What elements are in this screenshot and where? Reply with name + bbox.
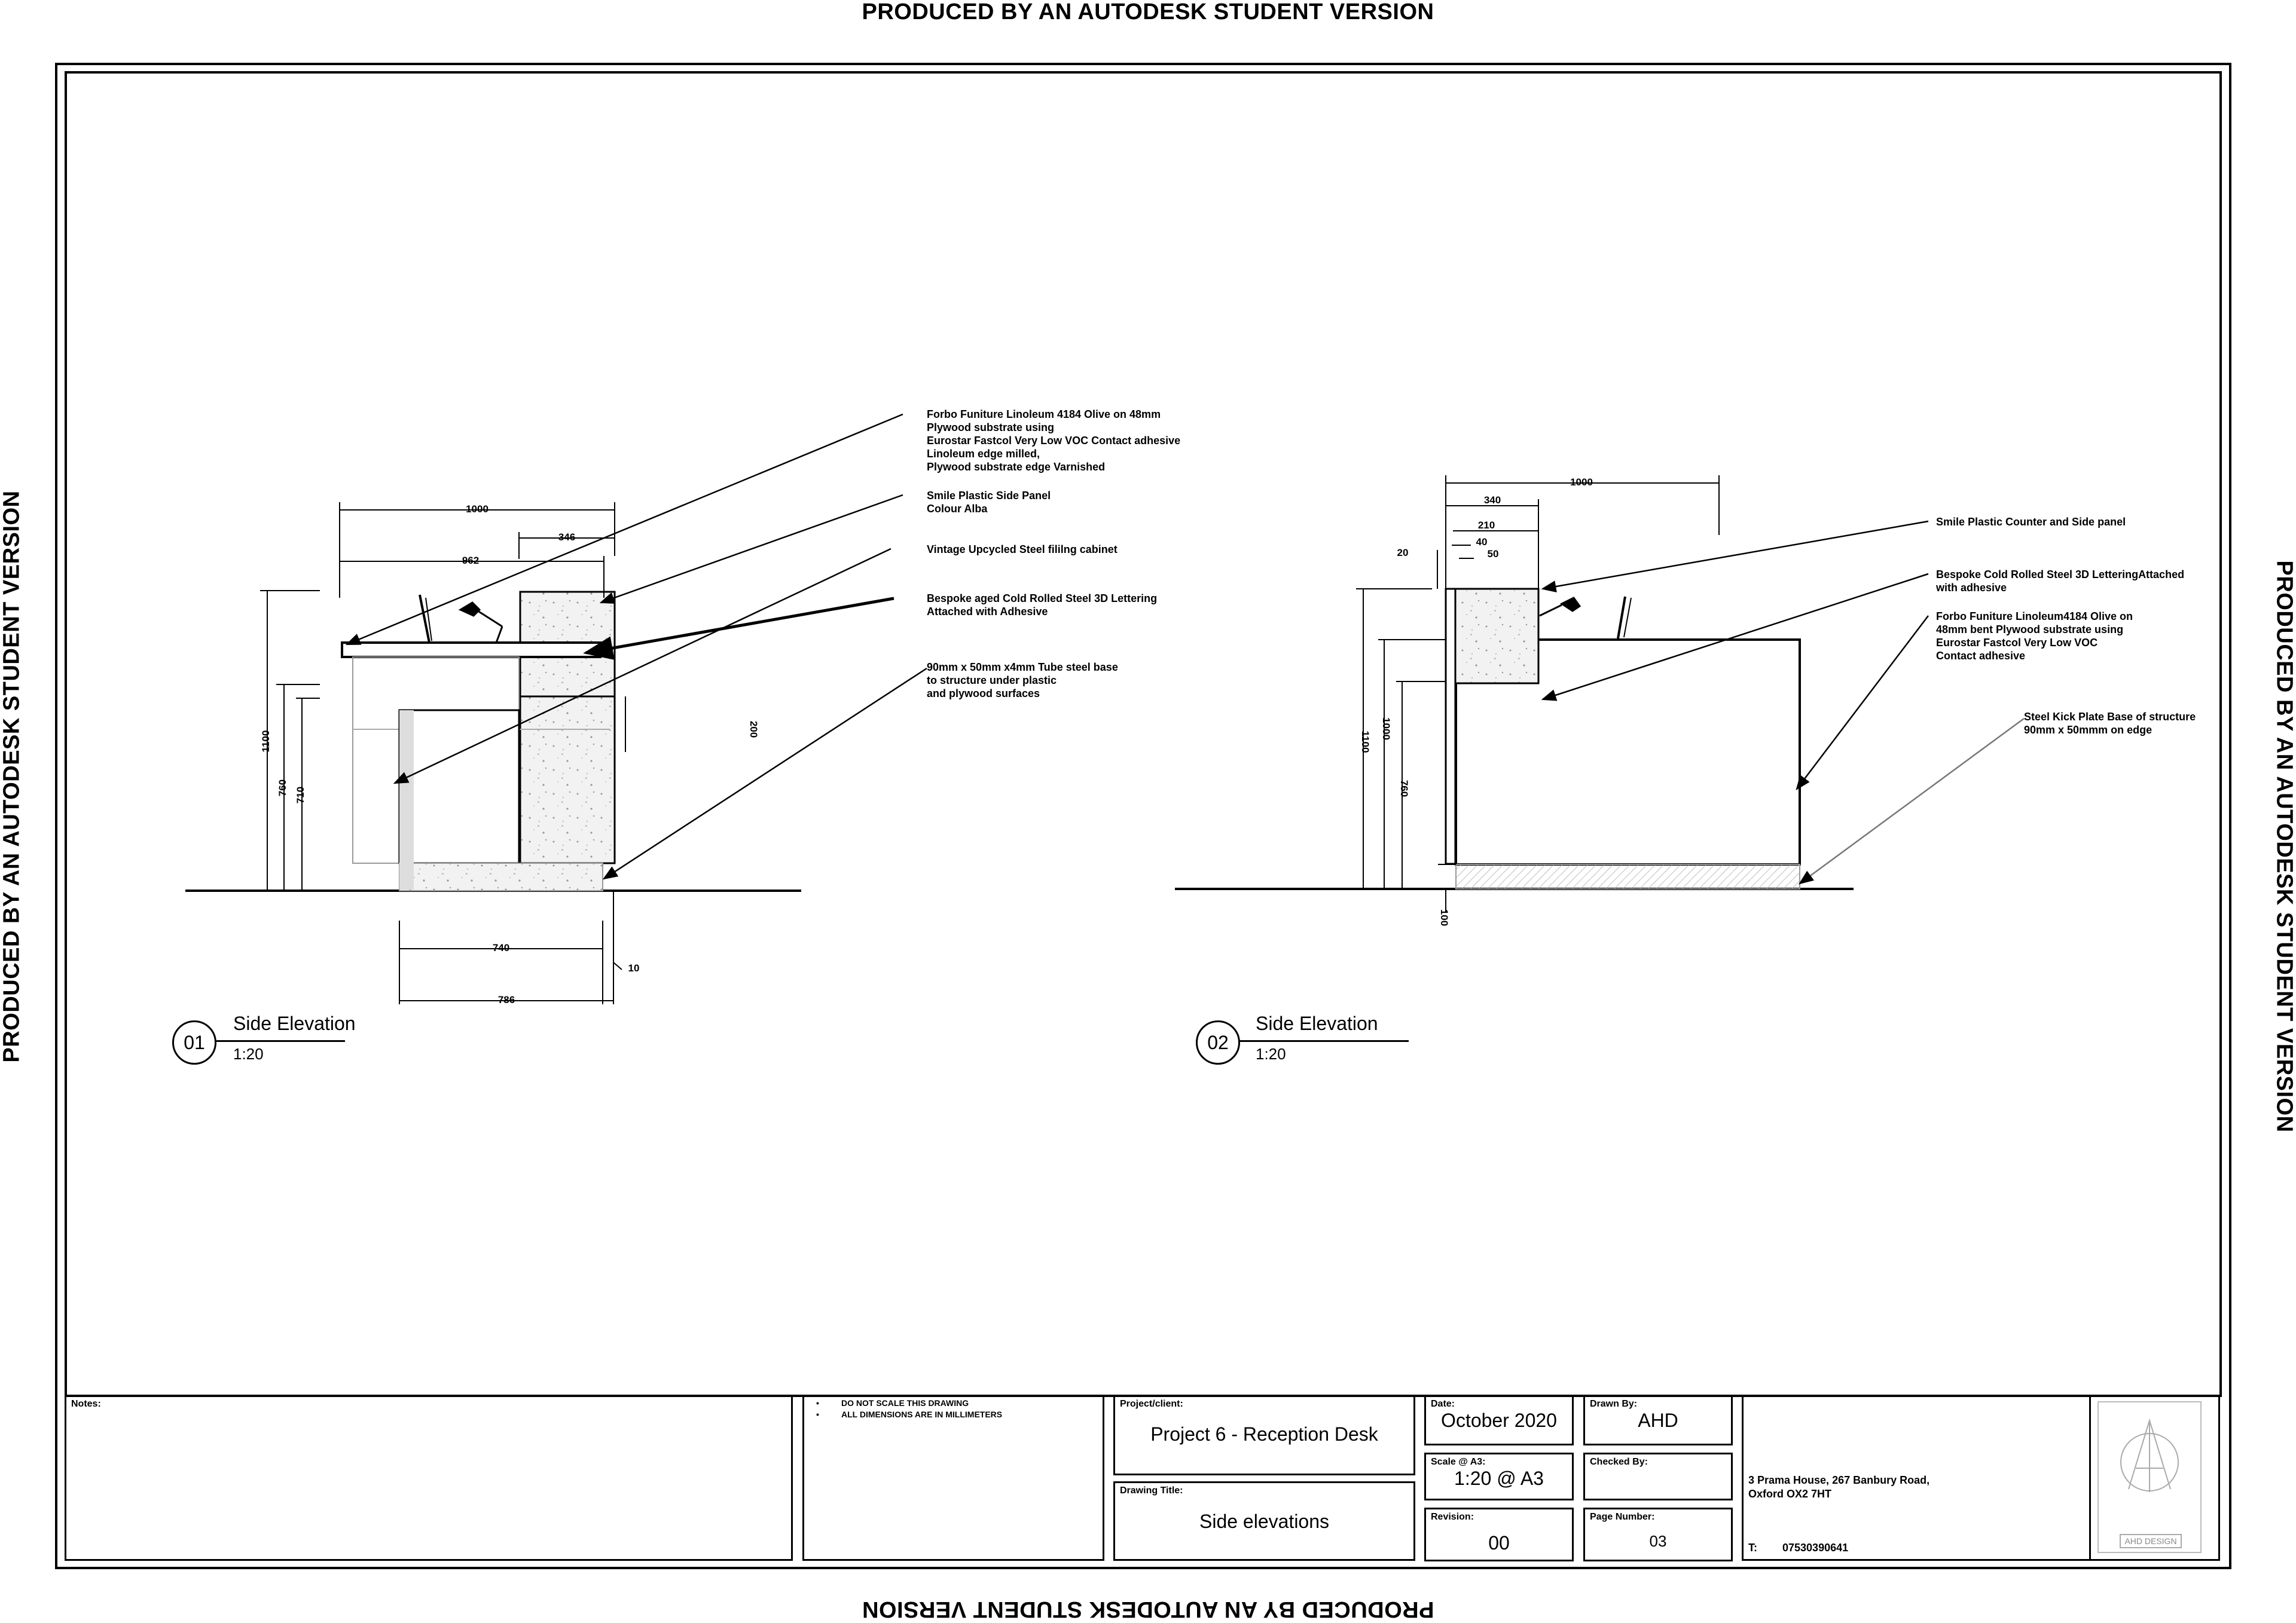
logo-divider [2089, 1396, 2091, 1559]
view-underline-02 [1239, 1040, 1409, 1042]
scale-value: 1:20 @ A3 [1454, 1468, 1544, 1489]
address-line-1: 3 Prama House, 267 Banbury Road, [1748, 1474, 1930, 1486]
drawing-title-label: Drawing Title: [1120, 1486, 1183, 1496]
watermark-top: PRODUCED BY AN AUTODESK STUDENT VERSION [862, 0, 1434, 25]
general-notes-list: DO NOT SCALE THIS DRAWING ALL DIMENSIONS… [816, 1398, 1002, 1420]
view-scale-01: 1:20 [233, 1045, 264, 1063]
page-number-value: 03 [1649, 1532, 1667, 1550]
project-value: Project 6 - Reception Desk [1150, 1423, 1378, 1445]
revision-value: 00 [1488, 1532, 1510, 1554]
leader-lines [345, 413, 2025, 885]
company-logo: AHD DESIGN [2097, 1401, 2202, 1553]
note-lettering-v1: Bespoke aged Cold Rolled Steel 3D Letter… [927, 592, 1158, 618]
dim-20: 20 [1397, 547, 1409, 558]
note-linoleum-v2: Forbo Funiture Linoleum4184 Olive on 48m… [1936, 610, 2133, 662]
view-2-dimensions [1356, 475, 1720, 912]
page-number-label: Page Number: [1590, 1512, 1655, 1522]
general-note-item: DO NOT SCALE THIS DRAWING [816, 1398, 1002, 1409]
revision-box: Revision: 00 [1424, 1508, 1574, 1561]
checked-by-label: Checked By: [1590, 1457, 1648, 1467]
company-box: 3 Prama House, 267 Banbury Road, Oxford … [1742, 1395, 2220, 1561]
view-number-01: 01 [172, 1020, 216, 1065]
dim-340: 340 [1484, 494, 1501, 506]
view-1-elevation [185, 591, 801, 892]
note-smile-plastic-side: Smile Plastic Side Panel Colour Alba [927, 490, 1051, 515]
project-label: Project/client: [1120, 1399, 1183, 1409]
dim-50: 50 [1488, 548, 1499, 560]
scale-label: Scale @ A3: [1431, 1457, 1486, 1467]
dim-10: 10 [628, 962, 640, 974]
view-1-dimensions [260, 502, 626, 1004]
page-number-box: Page Number: 03 [1583, 1508, 1733, 1561]
view-underline-01 [216, 1040, 345, 1042]
checked-by-box: Checked By: [1583, 1453, 1733, 1500]
date-box: Date: October 2020 [1424, 1395, 1574, 1445]
dim-1000-v2-height: 1000 [1381, 717, 1392, 740]
note-tube-base: 90mm x 50mm x4mm Tube steel base to stru… [927, 661, 1118, 699]
dim-346: 346 [558, 531, 575, 543]
revision-label: Revision: [1431, 1512, 1474, 1522]
notes-label: Notes: [71, 1399, 101, 1409]
date-value: October 2020 [1441, 1410, 1557, 1431]
company-logo-text: AHD DESIGN [2120, 1534, 2182, 1548]
view-2-elevation [1175, 588, 1854, 890]
address-line-2: Oxford OX2 7HT [1748, 1488, 1832, 1500]
phone-value: 07530390641 [1782, 1542, 1849, 1554]
note-linoleum: Forbo Funiture Linoleum 4184 Olive on 48… [927, 408, 1181, 473]
view-scale-02: 1:20 [1256, 1045, 1286, 1063]
dim-200: 200 [748, 721, 759, 738]
note-lettering-v2: Bespoke Cold Rolled Steel 3D LetteringAt… [1936, 568, 2185, 594]
view-number-02: 02 [1196, 1020, 1240, 1065]
drawing-title-box: Drawing Title: Side elevations [1113, 1481, 1415, 1561]
phone-label: T: [1748, 1542, 1757, 1554]
drawn-by-value: AHD [1638, 1410, 1678, 1431]
dim-786: 786 [498, 994, 515, 1005]
dim-1000-v2: 1000 [1570, 476, 1593, 488]
note-smile-plastic-counter: Smile Plastic Counter and Side panel [1936, 516, 2126, 528]
dim-40: 40 [1476, 536, 1488, 548]
dim-1100-v2: 1100 [1360, 731, 1371, 753]
drawn-by-label: Drawn By: [1590, 1399, 1638, 1409]
note-kick-plate: Steel Kick Plate Base of structure 90mm … [2024, 711, 2196, 736]
view-title-01: Side Elevation [233, 1013, 356, 1034]
scale-box: Scale @ A3: 1:20 @ A3 [1424, 1453, 1574, 1500]
ahd-logo-mark-icon [2120, 1418, 2179, 1492]
dim-1100: 1100 [260, 730, 271, 753]
project-box: Project/client: Project 6 - Reception De… [1113, 1395, 1415, 1475]
general-notes-box [802, 1395, 1104, 1561]
view-title-02: Side Elevation [1256, 1013, 1378, 1034]
drawn-by-box: Drawn By: AHD [1583, 1395, 1733, 1445]
date-label: Date: [1431, 1399, 1455, 1409]
dim-760: 760 [277, 780, 288, 796]
dim-962: 962 [462, 555, 479, 566]
dim-100: 100 [1439, 909, 1450, 926]
dim-710: 710 [295, 787, 306, 803]
dim-760-v2: 760 [1399, 780, 1410, 797]
note-filing-cabinet: Vintage Upcycled Steel fililng cabinet [927, 543, 1118, 555]
drawing-title-value: Side elevations [1199, 1511, 1330, 1532]
dim-210: 210 [1478, 519, 1495, 531]
general-note-item: ALL DIMENSIONS ARE IN MILLIMETERS [816, 1409, 1002, 1420]
dim-740: 740 [493, 942, 509, 953]
notes-box: Notes: [65, 1395, 793, 1561]
dim-1000: 1000 [466, 503, 488, 515]
sheet-border-outer [55, 63, 2231, 1569]
